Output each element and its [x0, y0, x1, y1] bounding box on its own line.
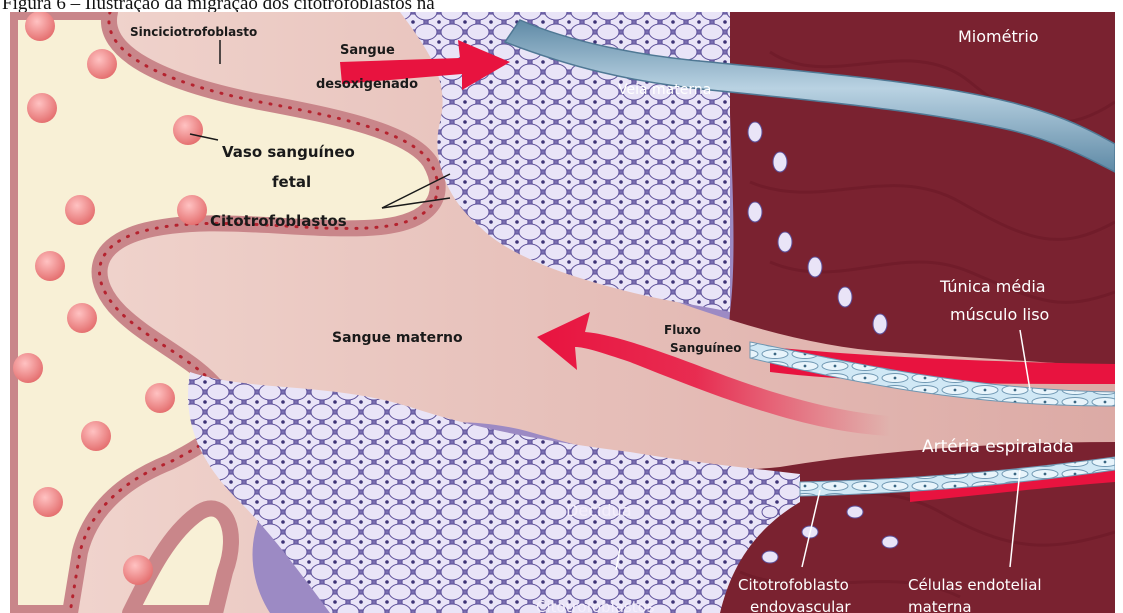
placenta-illustration: Sinciciotrofoblasto Sangue desoxigenado …: [10, 12, 1115, 613]
label-citotrofoblastos-top: Citotrofoblastos: [210, 212, 347, 230]
label-fluxo-sanguineo-1: Fluxo: [664, 323, 701, 337]
label-celulas-endotelial-1: Células endotelial: [908, 576, 1042, 594]
label-fluxo-sanguineo-2: Sanguíneo: [670, 341, 741, 355]
label-sangue-desoxigenado-2: desoxigenado: [316, 77, 418, 92]
label-sinciciotrofoblasto: Sinciciotrofoblasto: [130, 25, 257, 39]
label-sangue-desoxigenado-1: Sangue: [340, 43, 395, 58]
label-arteria-espiralada: Artéria espiralada: [922, 437, 1074, 457]
label-miometrio: Miométrio: [958, 27, 1039, 46]
label-vaso-sanguineo-fetal-2: fetal: [272, 173, 311, 191]
label-sangue-materno: Sangue materno: [332, 330, 463, 346]
label-citotrofoblasto-endovascular-2: endovascular: [750, 598, 851, 613]
label-celulas-endotelial-2: materna: [908, 598, 972, 613]
label-vaso-sanguineo-fetal-1: Vaso sanguíneo: [222, 143, 355, 161]
label-citotrofoblastos-bottom: Citotrofoblastos: [536, 598, 655, 613]
label-veia-materna: Veia materna: [618, 82, 711, 98]
label-citotrofoblasto-endovascular-1: Citotrofoblasto: [738, 576, 849, 594]
label-tunica-media-2: músculo liso: [950, 305, 1049, 324]
label-tunica-media-1: Túnica média: [939, 277, 1046, 296]
label-decidua: Decidua: [566, 501, 632, 520]
